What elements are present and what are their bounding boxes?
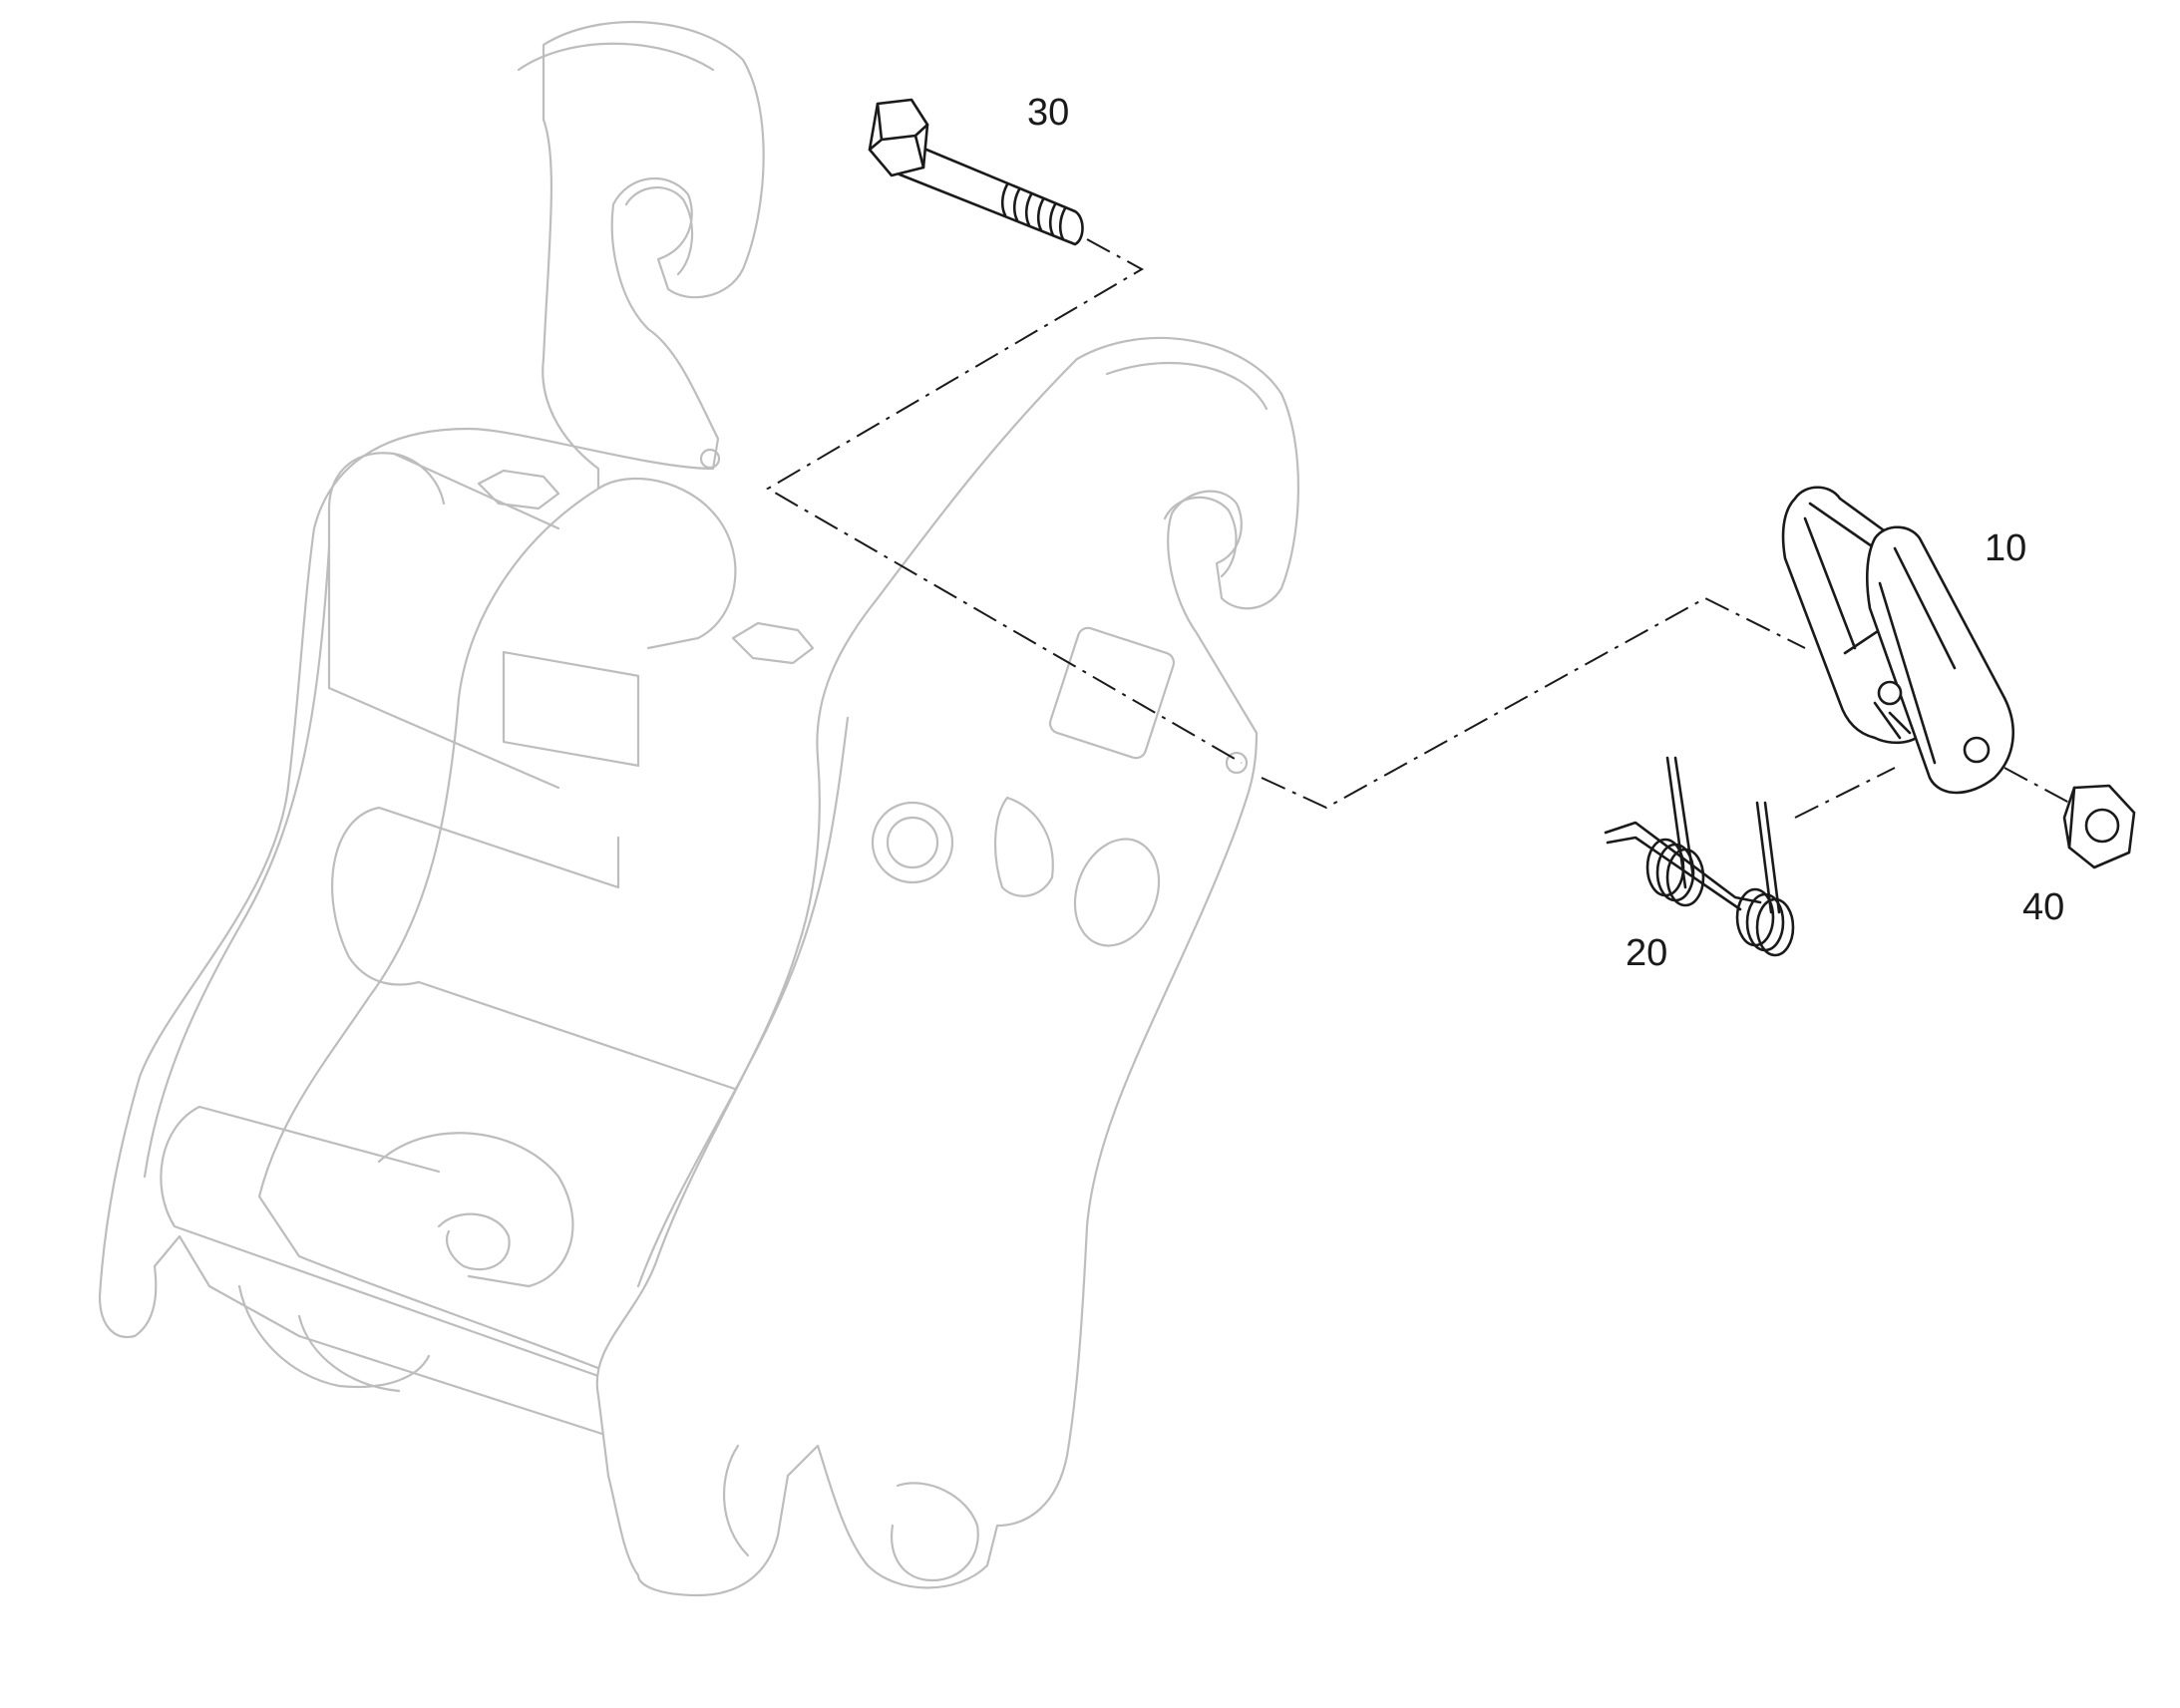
front-plate-pin-hole — [1225, 751, 1249, 775]
spring-coil-right — [1735, 887, 1795, 957]
spring-wire — [1604, 756, 1781, 914]
callout-labels: 30 10 20 40 — [1027, 92, 2064, 974]
front-lower-hook — [723, 1444, 979, 1582]
front-hook-slot — [1163, 496, 1238, 578]
upper-hub — [596, 477, 737, 650]
rear-hook-slot — [624, 185, 694, 276]
front-plate-hole-b — [1073, 838, 1161, 947]
front-plate-bolt-head — [871, 801, 954, 884]
leader-20 — [1794, 767, 1896, 819]
front-plate-inner-edge — [636, 361, 1269, 1288]
callout-10: 10 — [1985, 527, 2026, 569]
latch-front-plate — [1865, 525, 2015, 795]
lower-hub — [377, 1132, 574, 1288]
upper-hex-bolt-2 — [731, 621, 815, 665]
nut-side-edge — [2062, 786, 2076, 850]
rear-plate-inner-edge — [143, 42, 715, 1179]
upper-tube-window — [502, 650, 640, 767]
latch-front-inner — [1878, 546, 1957, 765]
part-40-hex-nut — [2062, 784, 2136, 869]
front-plate-slot-a — [994, 796, 1054, 897]
part-30-hex-bolt — [868, 98, 1084, 246]
bolt-shank — [898, 138, 1084, 246]
nut-bore — [2084, 808, 2120, 844]
front-plate-bolt-inner — [886, 816, 939, 869]
upper-hex-bolt-1 — [477, 469, 560, 511]
leader-10 — [1261, 596, 1806, 810]
leader-40 — [2003, 767, 2070, 804]
callout-40: 40 — [2022, 886, 2064, 928]
callout-30: 30 — [1027, 92, 1069, 134]
rear-plate-pin-hole — [699, 448, 721, 470]
part-10-latch-bracket — [1781, 486, 2015, 795]
latch-pivot-hole — [1963, 736, 1991, 764]
leader-30 — [766, 238, 1243, 764]
front-side-plate — [595, 336, 1300, 1597]
bracket-assembly-ghost — [98, 20, 1300, 1597]
front-plate-pad — [1048, 626, 1176, 760]
leader-lines — [766, 238, 2070, 819]
latch-spring-hole — [1877, 680, 1903, 706]
lower-rollers — [237, 1284, 431, 1393]
middle-tube — [331, 806, 790, 1109]
upper-pin-tube — [327, 452, 560, 790]
lower-tube — [160, 1105, 600, 1378]
latch-spring-seat — [1873, 701, 1912, 740]
spring-coil-left — [1645, 838, 1705, 907]
bolt-head-edge — [868, 102, 929, 170]
bolt-threads — [1000, 182, 1067, 241]
callout-20: 20 — [1626, 932, 1667, 974]
part-20-torsion-spring — [1604, 756, 1795, 957]
